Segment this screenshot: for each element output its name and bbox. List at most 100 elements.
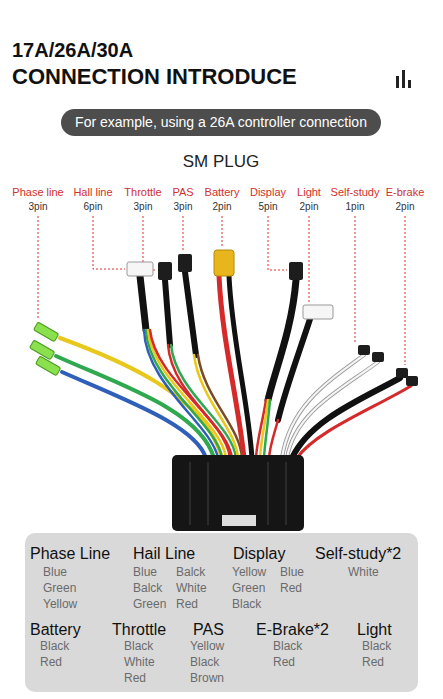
wire-colour: Red <box>273 655 295 669</box>
hall-sheath <box>140 276 146 330</box>
wire-colour: White <box>176 581 207 595</box>
controller-sticker <box>222 515 256 526</box>
pas-plug <box>178 254 192 272</box>
wire-colour: White <box>124 655 155 669</box>
wire-colour: Green <box>232 581 265 595</box>
wire-colour: Black <box>362 639 391 653</box>
wire-colour: Blue <box>43 565 67 579</box>
throttle-sheath <box>165 280 170 345</box>
hall-plug <box>127 262 153 276</box>
wire-colour: Blue <box>280 565 304 579</box>
pin-count: 2pin <box>213 201 232 213</box>
connector-name: Display <box>250 186 286 199</box>
wire-colour: Black <box>190 655 219 669</box>
icon-bar <box>408 80 411 88</box>
leader-line <box>268 216 287 270</box>
light-plug <box>303 305 333 319</box>
leader-line <box>93 216 125 269</box>
connector-name: Phase line <box>12 186 63 199</box>
table-heading: Self-study*2 <box>315 544 401 563</box>
wire-colour: Black <box>124 639 153 653</box>
controller-body <box>172 455 304 531</box>
phase-terminal <box>36 356 61 376</box>
connector-name: PAS <box>172 186 193 199</box>
display-plug <box>289 262 303 280</box>
connector-name: Light <box>297 186 321 199</box>
wire-colour: Black <box>232 597 261 611</box>
table-heading: Battery <box>30 620 81 639</box>
wire-colour: Blue <box>133 565 157 579</box>
wire-colour: Red <box>40 655 62 669</box>
wire-colour: Black <box>273 639 302 653</box>
pin-count: 1pin <box>346 201 365 213</box>
icon-bar <box>402 70 405 88</box>
pin-count: 3pin <box>29 201 48 213</box>
page-title: CONNECTION INTRODUCE <box>12 64 297 90</box>
wire-colour: Red <box>362 655 384 669</box>
wire-colour: Red <box>280 581 302 595</box>
connector-name: E-brake <box>386 186 425 199</box>
battery-plug <box>214 250 234 276</box>
controller-fin <box>190 462 286 525</box>
table-heading: E-Brake*2 <box>256 620 329 639</box>
table-heading: Display <box>233 544 285 563</box>
pin-count: 2pin <box>396 201 415 213</box>
icon-bar <box>396 76 399 88</box>
self-study-plug <box>372 352 384 362</box>
table-heading: Hail Line <box>133 544 195 563</box>
pin-count: 5pin <box>259 201 278 213</box>
leader-line <box>38 216 39 318</box>
pin-count: 6pin <box>84 201 103 213</box>
table-heading: Light <box>357 620 392 639</box>
pas-sheath <box>185 272 196 355</box>
leader-line <box>309 216 310 302</box>
phase-wire <box>62 372 206 458</box>
table-heading: Phase Line <box>30 544 110 563</box>
wire-colour: Red <box>176 597 198 611</box>
leader-line <box>222 216 223 247</box>
leader-line <box>183 216 184 251</box>
e-brake-plug <box>396 368 408 378</box>
battery-wire <box>229 276 252 458</box>
connector-name: Self-study <box>331 186 380 199</box>
light-wire <box>269 420 278 458</box>
plug-heading: SM PLUG <box>183 152 260 172</box>
phase-terminal <box>36 356 61 376</box>
connector-name: Throttle <box>124 186 161 199</box>
leader-line <box>405 216 406 365</box>
self-study-plug <box>358 345 370 355</box>
phase-terminal <box>34 322 59 342</box>
wire-colour: Black <box>40 639 69 653</box>
wire-colour: White <box>348 565 379 579</box>
pin-count: 3pin <box>134 201 153 213</box>
pin-count: 2pin <box>300 201 319 213</box>
pin-count: 3pin <box>174 201 193 213</box>
wire-colour: Balck <box>176 565 205 579</box>
throttle-wire <box>171 345 236 458</box>
connector-name: Hall line <box>73 186 112 199</box>
wire-colour: Green <box>133 597 166 611</box>
table-heading: PAS <box>193 620 224 639</box>
wire-colour: Yellow <box>43 597 77 611</box>
example-pill: For example, using a 26A controller conn… <box>61 109 381 136</box>
wire-colour: Green <box>43 581 76 595</box>
controller-box <box>172 455 304 531</box>
e-brake-wire <box>297 386 411 458</box>
wires <box>56 272 411 458</box>
pill-text: For example, using a 26A controller conn… <box>75 114 367 131</box>
wire-colour: Balck <box>133 581 162 595</box>
leader-line <box>355 216 356 342</box>
wire-colour: Brown <box>190 671 224 685</box>
wire-colour: Red <box>124 671 146 685</box>
connector-name: Battery <box>205 186 240 199</box>
plugs <box>30 250 419 386</box>
phase-terminal <box>34 322 59 342</box>
throttle-plug <box>158 262 172 280</box>
wire-colour: Yellow <box>190 639 224 653</box>
e-brake-plug <box>406 376 418 386</box>
menu-bars-icon <box>396 70 411 88</box>
model-numbers: 17A/26A/30A <box>12 38 133 62</box>
table-panel <box>25 533 418 692</box>
wire-colour: Yellow <box>232 565 266 579</box>
